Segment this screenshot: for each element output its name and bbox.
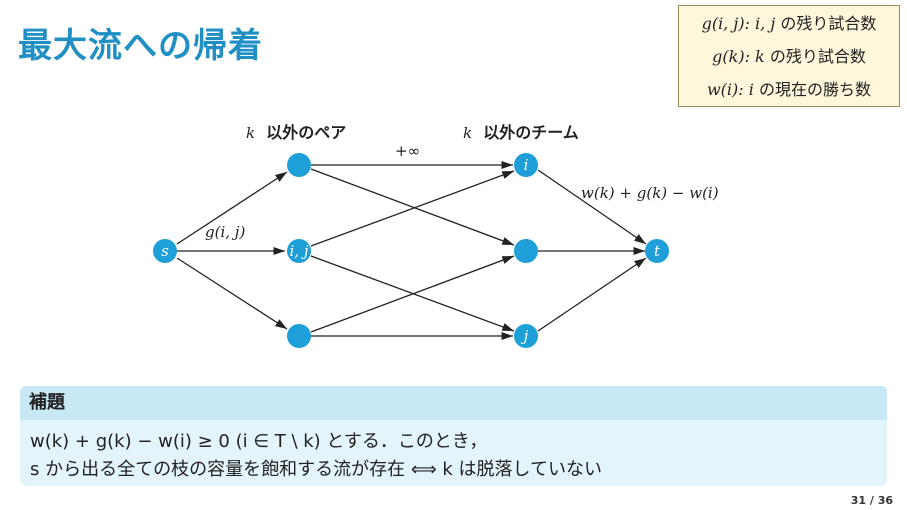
definition-math: w(i):	[706, 80, 744, 99]
lemma-line-2: s から出る全ての枝の容量を飽和する流が存在 ⟺ k は脱落していない	[30, 459, 602, 480]
definition-g-ij: g(i, j): i, j の残り試合数	[679, 7, 899, 40]
node-pair-top	[287, 153, 311, 177]
node-t	[645, 239, 669, 263]
node-team-bottom	[514, 324, 538, 348]
definition-text: の残り試合数	[769, 47, 866, 66]
lemma-line-1: w(k) + g(k) − w(i) ≥ 0 (i ∈ T \ k) とする．こ…	[30, 431, 488, 452]
node-team-bottom-label: j	[521, 327, 529, 345]
lemma-body: w(k) + g(k) − w(i) ≥ 0 (i ∈ T \ k) とする．こ…	[20, 420, 887, 486]
left-column-header: k 以外のペア	[246, 123, 346, 142]
edge-team-bottom-t	[537, 257, 647, 332]
definition-math: g(i, j):	[701, 14, 750, 33]
page-title: 最大流への帰着	[18, 26, 263, 66]
edge-s-pair-bottom	[176, 257, 288, 330]
edge-pair-bottom-team-mid	[310, 255, 515, 333]
edge-pair-mid-team-top	[310, 170, 515, 247]
node-pair-bottom	[287, 324, 311, 348]
infinity-capacity-label: +∞	[395, 142, 420, 160]
edge-s-pair-top	[176, 171, 288, 245]
edge-team-top-t	[537, 169, 647, 245]
node-pair-mid-label: i, j	[290, 242, 309, 260]
node-team-top	[514, 153, 538, 177]
definition-g-k: g(k): k の残り試合数	[679, 40, 899, 73]
right-column-header: k 以外のチーム	[463, 123, 579, 142]
definition-w-i: w(i): i の現在の勝ち数	[679, 73, 899, 106]
node-s	[153, 239, 177, 263]
sink-capacity-label: w(k) + g(k) − w(i)	[581, 184, 719, 202]
definition-var: k	[755, 47, 765, 66]
page-number: 31 / 36	[850, 494, 893, 507]
node-t-label: t	[654, 242, 661, 260]
definition-box: g(i, j): i, j の残り試合数 g(k): k の残り試合数 w(i)…	[678, 5, 900, 107]
definition-var: i	[748, 80, 754, 99]
node-s-label: s	[161, 242, 169, 260]
node-team-top-label: i	[524, 156, 529, 174]
definition-math: g(k):	[712, 47, 750, 66]
node-pair-mid	[287, 239, 311, 263]
edge-pair-top-team-mid	[310, 168, 515, 246]
lemma-heading: 補題	[20, 386, 887, 420]
node-team-mid	[514, 239, 538, 263]
definition-text: の現在の勝ち数	[758, 80, 871, 99]
lemma-block: 補題 w(k) + g(k) − w(i) ≥ 0 (i ∈ T \ k) とす…	[20, 386, 887, 486]
definition-var: i, j	[755, 14, 776, 33]
flow-network-diagram: k 以外のペア k 以外のチーム +∞ g(i, j) w(k) + g(k) …	[153, 123, 719, 348]
definition-text: の残り試合数	[780, 14, 877, 33]
source-capacity-label: g(i, j)	[205, 223, 245, 241]
